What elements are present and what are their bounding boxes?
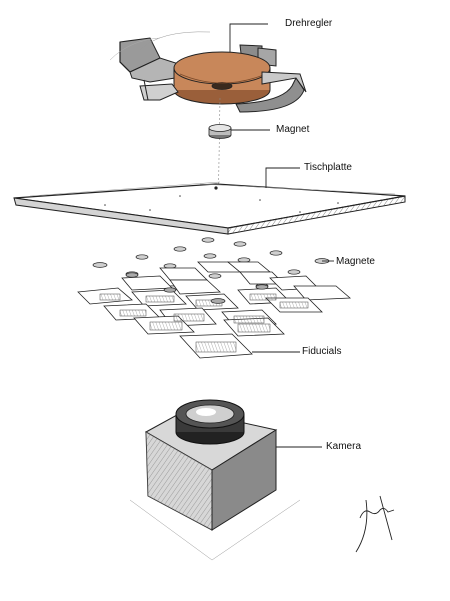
rotation-arrow-left xyxy=(119,37,186,83)
leader-dial xyxy=(229,23,268,52)
magnets-on-fiducials xyxy=(125,272,269,304)
leader-tabletop xyxy=(265,167,300,188)
label-dial: Drehregler xyxy=(285,18,333,29)
label-camera: Kamera xyxy=(326,441,362,452)
camera xyxy=(129,399,301,561)
label-fiducials: Fiducials xyxy=(302,346,342,357)
label-magnet: Magnet xyxy=(276,124,310,135)
fiducial-patterns xyxy=(99,293,309,353)
rotation-arrow-lower-left xyxy=(139,79,179,101)
dial-disk xyxy=(173,51,271,105)
tabletop xyxy=(13,181,406,235)
label-magnets: Magnete xyxy=(336,256,375,267)
magnet-single xyxy=(208,124,232,139)
leader-lines xyxy=(229,23,334,448)
dial-group xyxy=(109,31,307,113)
artist-signature xyxy=(355,495,395,553)
rotation-arrow-bottom xyxy=(235,71,307,113)
label-tabletop: Tischplatte xyxy=(304,162,352,173)
